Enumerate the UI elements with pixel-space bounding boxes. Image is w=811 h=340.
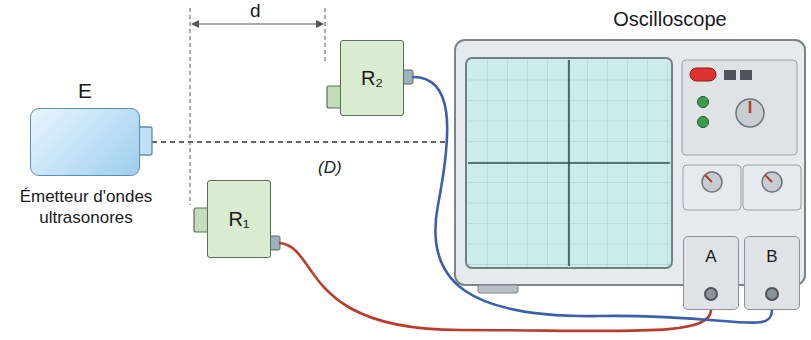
indicator-led [698, 97, 709, 108]
channel-name: A [705, 247, 716, 309]
signal-cable [413, 77, 772, 323]
reference-line [189, 8, 190, 205]
axis-line [152, 141, 445, 143]
signal-cable [280, 243, 711, 331]
indicator-led [698, 117, 709, 128]
oscilloscope-foot [478, 285, 518, 293]
channel-frame [743, 165, 801, 210]
receiver-name: R₂ [361, 67, 383, 90]
screen-axis [468, 162, 670, 164]
oscilloscope: OscilloscopeAB [455, 4, 805, 40]
channel-panel: B [744, 236, 800, 310]
switch [724, 70, 736, 80]
dimension-arrows [191, 20, 324, 28]
knob-mark [749, 101, 752, 113]
power-button [690, 68, 716, 81]
knob-mark [765, 175, 772, 182]
emitter-transducer [138, 127, 152, 155]
input-jack [765, 287, 779, 301]
instrument-title: Oscilloscope [455, 4, 805, 31]
axis-label: (D) [318, 158, 342, 178]
emitter-box: EÉmetteur d'ondes ultrasonores [30, 108, 140, 176]
emitter-caption: Émetteur d'ondes ultrasonores [9, 187, 163, 228]
knob-mark [705, 175, 712, 182]
dimension-label: d [250, 0, 261, 22]
dimension-line [193, 23, 322, 24]
control-knob [736, 99, 764, 127]
channel-frame [683, 165, 741, 210]
oscilloscope-screen [466, 58, 672, 268]
receiver-plug [270, 236, 280, 250]
channel-knob [702, 172, 722, 192]
receiver-name: R₁ [228, 208, 249, 231]
channel-panel: A [683, 236, 739, 310]
screen-grid [468, 60, 670, 266]
emitter-letter: E [31, 79, 139, 103]
input-jack [704, 287, 718, 301]
channel-name: B [766, 247, 777, 309]
reference-line [324, 8, 325, 62]
channel-knob [762, 172, 782, 192]
receiver-box: R₂ [340, 40, 404, 116]
receiver-box: R₁ [207, 180, 271, 258]
control-panel [682, 60, 797, 155]
receiver-plug [403, 70, 413, 84]
switch [740, 70, 752, 80]
